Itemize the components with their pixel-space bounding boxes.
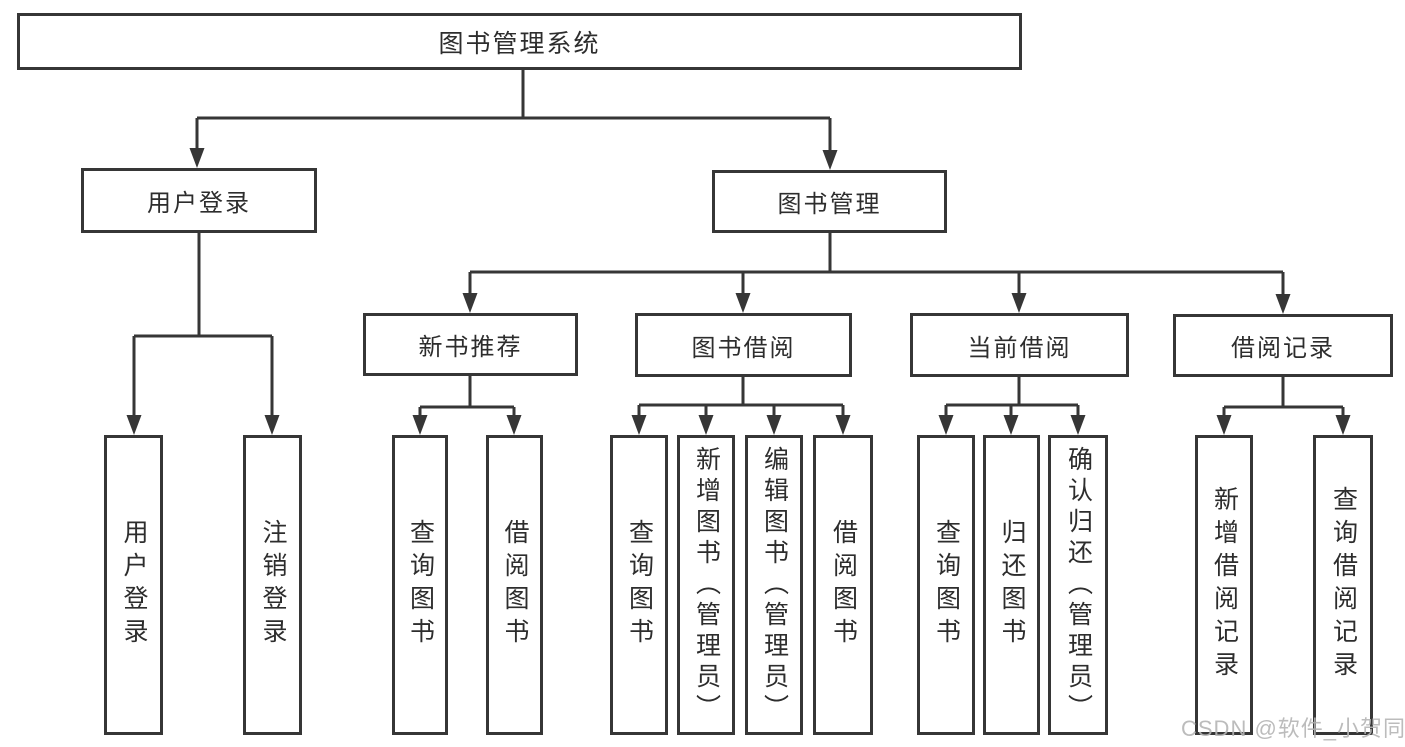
node-label: 查询借阅记录: [1329, 486, 1358, 684]
node-label: 图书借阅: [691, 334, 796, 362]
node-label: 新增图书（管理员）: [692, 445, 721, 725]
node-label: 借阅图书: [829, 519, 858, 651]
node-label: 用户登录: [120, 519, 148, 651]
node-borrow-records: 借阅记录: [1173, 314, 1393, 377]
node-label: 查询图书: [625, 519, 654, 651]
leaf-current-confirm-return-admin: 确认归还（管理员）: [1048, 435, 1108, 735]
leaf-logout-login: 注销登录: [243, 435, 302, 735]
node-new-book-recommend: 新书推荐: [363, 313, 578, 376]
node-label: 用户登录: [147, 190, 251, 217]
leaf-recommend-query-books: 查询图书: [392, 435, 448, 735]
node-label: 编辑图书（管理员）: [760, 445, 789, 725]
node-label: 注销登录: [259, 519, 287, 651]
node-label: 查询图书: [932, 519, 961, 651]
leaf-user-login: 用户登录: [104, 435, 163, 735]
leaf-records-add-borrow-record: 新增借阅记录: [1195, 435, 1253, 735]
node-label: 新书推荐: [418, 334, 523, 361]
leaf-recommend-borrow-books: 借阅图书: [486, 435, 543, 735]
leaf-records-query-borrow-record: 查询借阅记录: [1313, 435, 1373, 735]
csdn-watermark: CSDN @软件_小贺同学: [1181, 716, 1405, 741]
leaf-borrowing-query-books: 查询图书: [610, 435, 668, 735]
node-label: 图书管理: [777, 191, 882, 218]
leaf-borrowing-add-books-admin: 新增图书（管理员）: [677, 435, 735, 735]
node-label: 图书管理系统: [438, 29, 601, 58]
node-book-borrowing: 图书借阅: [635, 313, 852, 377]
leaf-current-return-books: 归还图书: [983, 435, 1040, 735]
node-current-borrowing: 当前借阅: [910, 313, 1129, 377]
leaf-current-query-books: 查询图书: [917, 435, 975, 735]
node-book-management: 图书管理: [712, 170, 947, 233]
leaf-borrowing-edit-books-admin: 编辑图书（管理员）: [745, 435, 803, 735]
node-label: 确认归还（管理员）: [1064, 445, 1093, 725]
node-label: 借阅记录: [1231, 335, 1335, 362]
node-label: 新增借阅记录: [1210, 486, 1239, 684]
node-label: 当前借阅: [967, 334, 1072, 362]
node-user-login: 用户登录: [81, 168, 317, 233]
node-label: 查询图书: [406, 519, 435, 651]
leaf-borrowing-borrow-books: 借阅图书: [813, 435, 873, 735]
node-label: 借阅图书: [501, 519, 529, 651]
node-root-library-system: 图书管理系统: [17, 13, 1022, 70]
node-label: 归还图书: [998, 519, 1026, 651]
